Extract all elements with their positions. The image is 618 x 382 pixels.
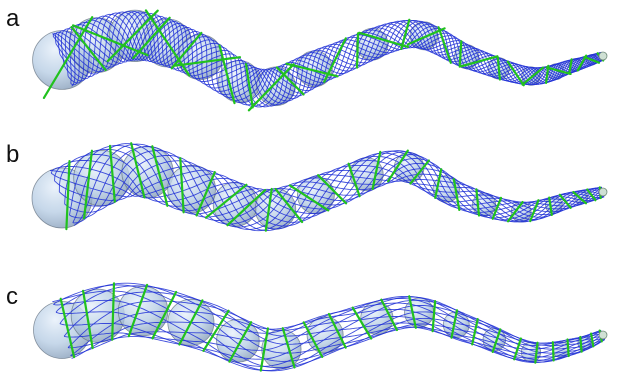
panel-c-label: c <box>6 283 18 310</box>
panel-b-label: b <box>6 141 19 168</box>
sphere <box>405 298 434 327</box>
cross-section <box>568 340 569 357</box>
cross-section <box>580 337 581 352</box>
sphere <box>122 146 173 197</box>
end-cap <box>599 52 607 60</box>
panel-b <box>32 143 607 231</box>
end-cap <box>599 331 607 339</box>
panel-a-label: a <box>6 5 20 32</box>
panel-a <box>33 10 607 110</box>
cross-section <box>553 342 554 360</box>
end-cap <box>599 188 607 196</box>
cross-section <box>357 33 358 67</box>
panel-c <box>34 283 608 371</box>
